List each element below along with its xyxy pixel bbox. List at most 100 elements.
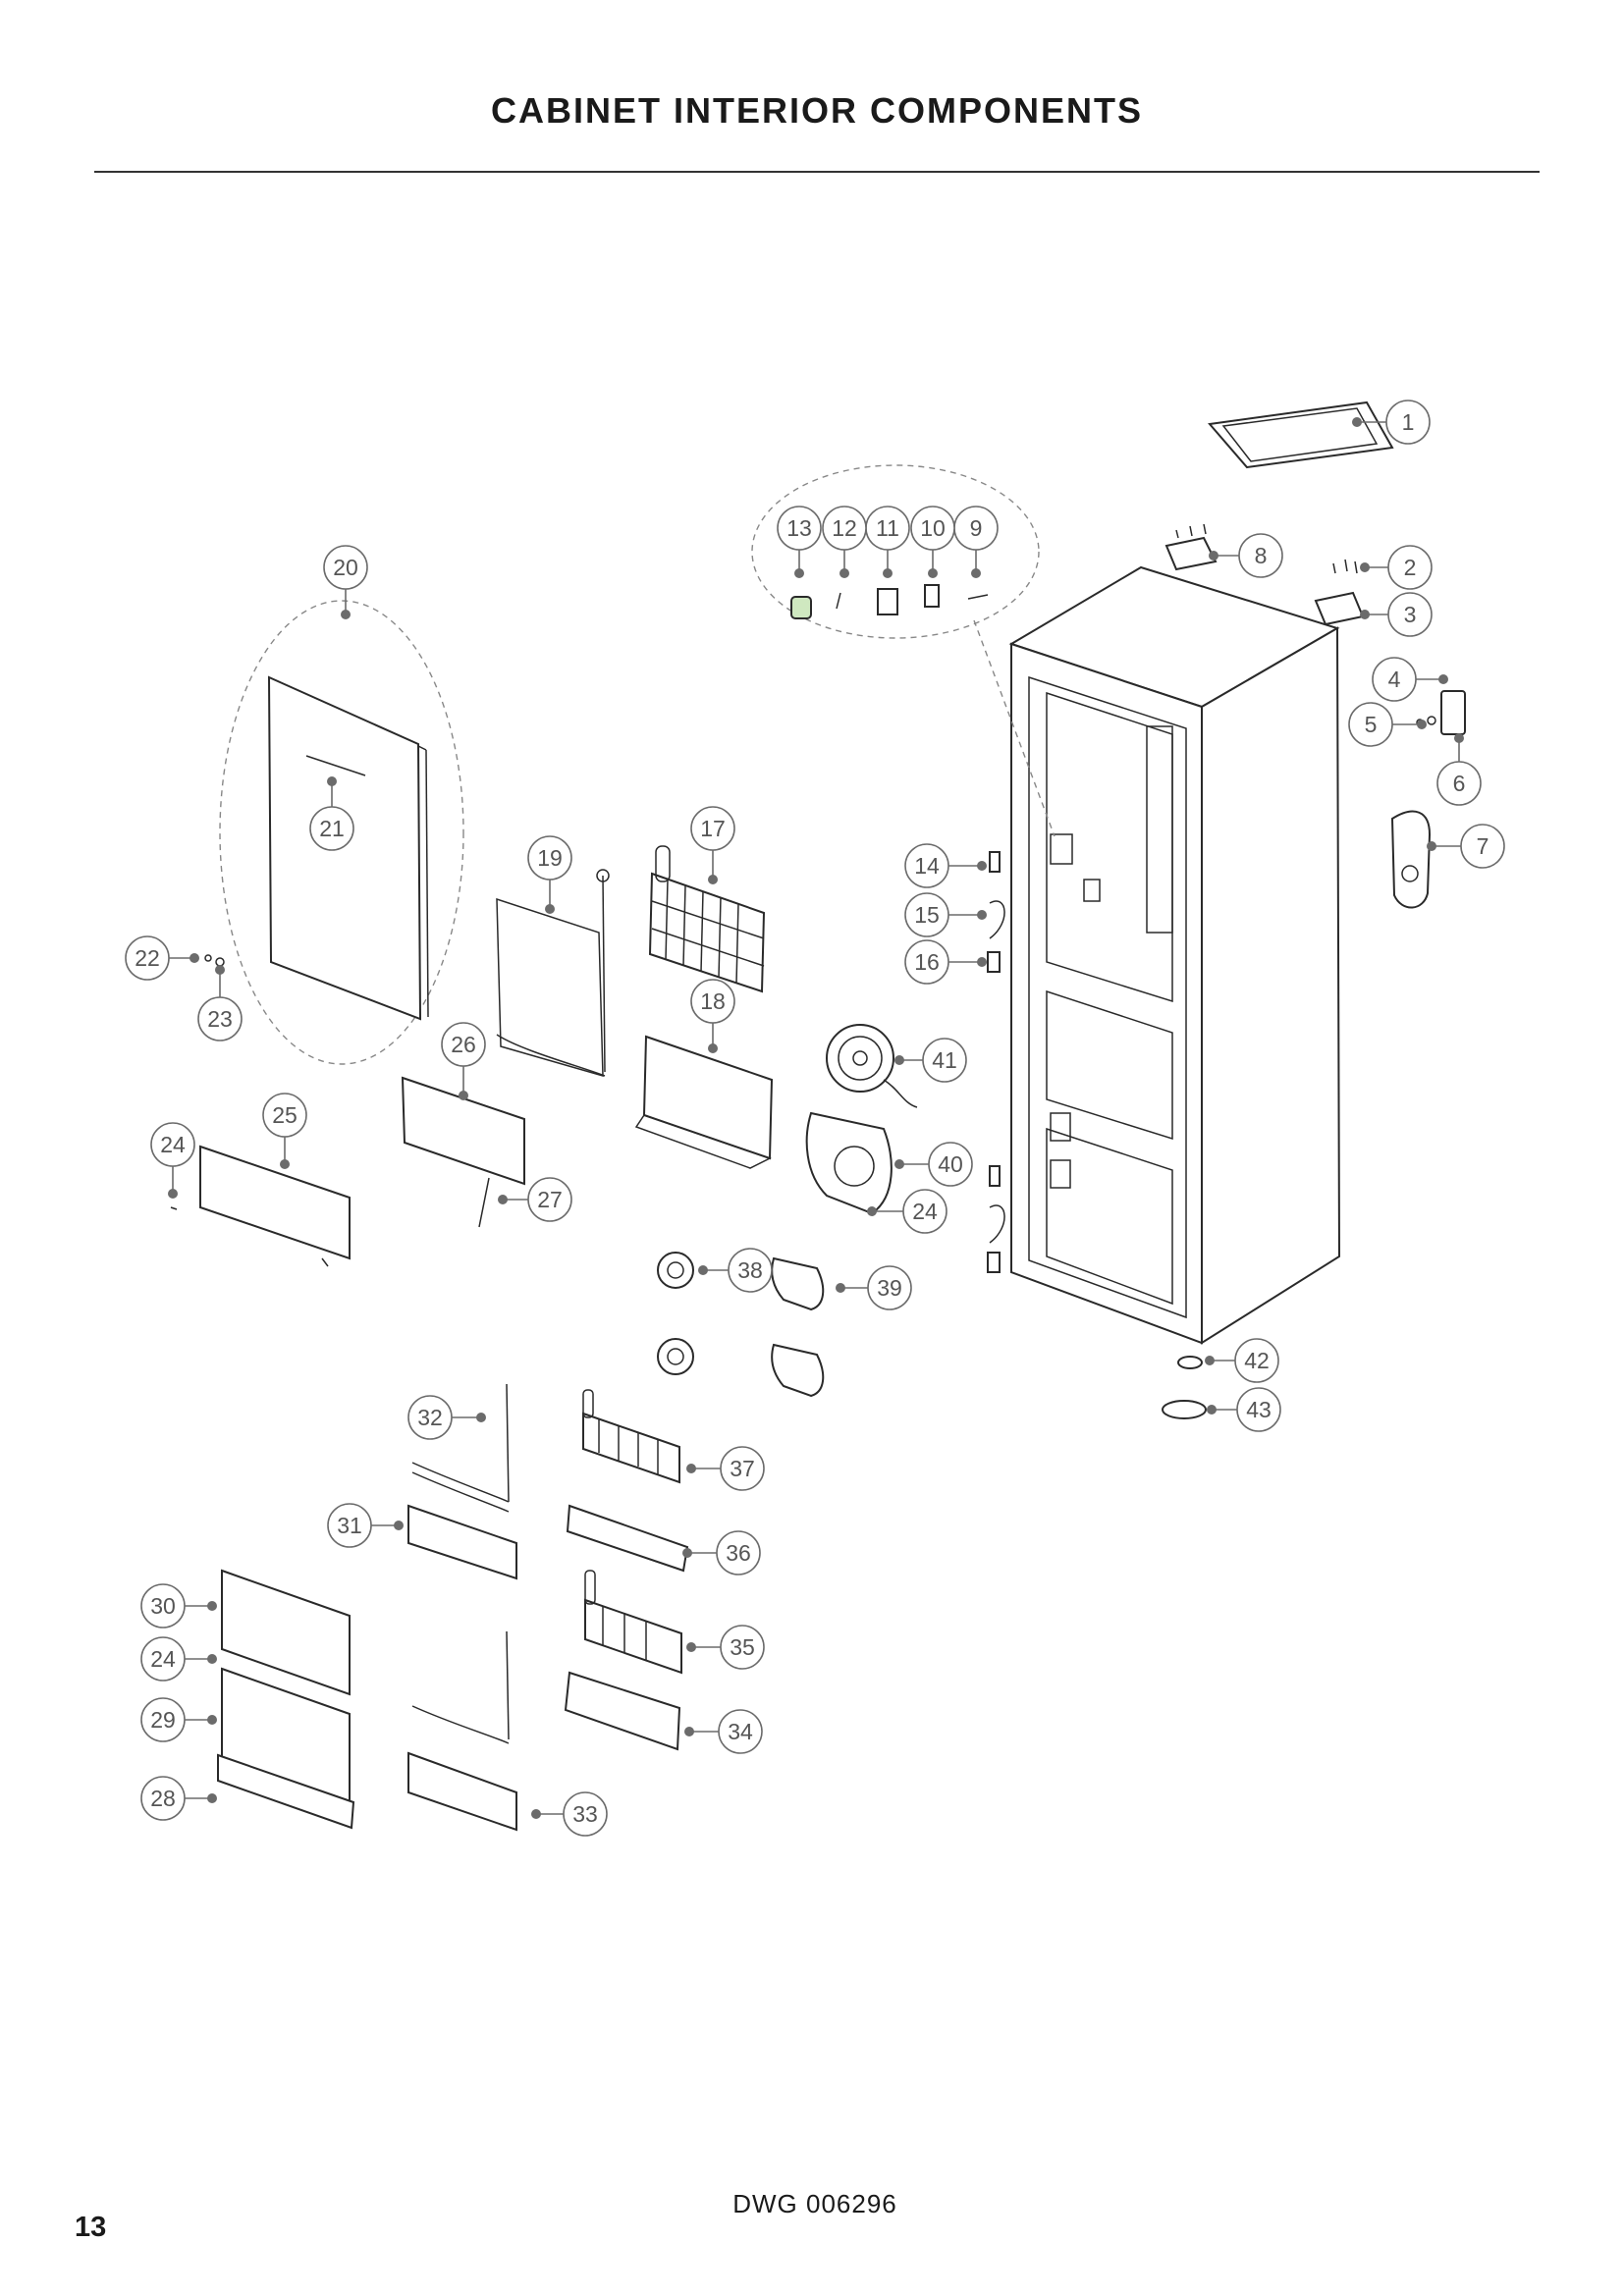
callout-13: 13: [777, 506, 822, 578]
callout-number: 33: [572, 1801, 598, 1827]
callout-circle: [1348, 702, 1393, 747]
part-cap-43: [1162, 1400, 1207, 1419]
callout-number: 39: [877, 1275, 902, 1301]
callout-14: 14: [904, 843, 987, 888]
callout-12: 12: [822, 506, 867, 578]
callout-circle: [1238, 533, 1283, 578]
callout-circle: [904, 843, 949, 888]
part-cover-panel: [267, 675, 429, 1021]
leader-dot: [168, 1189, 178, 1199]
callout-10: 10: [910, 506, 955, 578]
callout-number: 35: [730, 1634, 755, 1660]
title-divider: [94, 171, 1540, 173]
part-evaporator-37: [582, 1389, 680, 1484]
callout-circle: [527, 835, 572, 881]
callout-number: 37: [730, 1456, 755, 1481]
part-cabinet: [1008, 565, 1341, 1345]
callout-circle: [728, 1248, 773, 1293]
part-hinge-cover: [1390, 810, 1432, 909]
callout-5: 5: [1348, 702, 1427, 747]
callout-circle: [262, 1093, 307, 1138]
callout-27: 27: [498, 1177, 572, 1222]
leader-dot: [682, 1548, 692, 1558]
callout-4: 4: [1372, 657, 1448, 702]
callout-number: 5: [1365, 712, 1378, 737]
part-evaporator-cover-18: [634, 1035, 774, 1169]
callout-number: 1: [1402, 409, 1415, 435]
part-fan-housing-40: [805, 1111, 893, 1215]
callout-circle: [904, 939, 949, 985]
leader-dot: [684, 1727, 694, 1736]
callout-circle: [140, 1583, 186, 1629]
callout-circle: [323, 545, 368, 590]
callout-circle: [922, 1038, 967, 1083]
callout-11: 11: [865, 506, 910, 578]
leader-dot: [459, 1091, 468, 1100]
callout-circle: [441, 1022, 486, 1067]
part-small-fan-38: [657, 1252, 694, 1375]
part-plate-31: [407, 1504, 517, 1580]
part-screws-22-23: [204, 954, 225, 967]
callout-circle: [1387, 592, 1433, 637]
callout-37: 37: [686, 1446, 765, 1491]
callout-24: 24: [140, 1636, 217, 1682]
leader-dot: [327, 776, 337, 786]
callout-31: 31: [327, 1503, 404, 1548]
callout-number: 24: [912, 1199, 938, 1224]
callout-circle: [777, 506, 822, 551]
callout-26: 26: [441, 1022, 486, 1100]
callout-22: 22: [125, 935, 199, 981]
callout-circle: [563, 1791, 608, 1837]
callout-circle: [902, 1189, 947, 1234]
callout-number: 19: [537, 845, 563, 871]
callout-number: 6: [1453, 771, 1466, 796]
part-fan-41: [826, 1024, 918, 1108]
part-clips-14-16: [987, 851, 1005, 1273]
part-cover-34: [564, 1671, 681, 1751]
leader-dot: [1352, 417, 1362, 427]
callout-25: 25: [262, 1093, 307, 1169]
leader-dot: [698, 1265, 708, 1275]
leader-dot: [1454, 733, 1464, 743]
callout-28: 28: [140, 1776, 217, 1821]
callout-number: 8: [1255, 543, 1268, 568]
callout-circle: [140, 1776, 186, 1821]
part-trim-28: [217, 1753, 355, 1830]
callout-1: 1: [1352, 400, 1431, 445]
callout-number: 7: [1477, 833, 1489, 859]
callout-number: 11: [876, 515, 899, 541]
callout-number: 21: [319, 816, 345, 841]
callout-15: 15: [904, 892, 987, 937]
part-evaporator-35: [584, 1570, 682, 1675]
callout-41: 41: [894, 1038, 967, 1083]
callout-number: 25: [272, 1102, 298, 1128]
leader-dot: [1417, 720, 1427, 729]
part-wire-27: [478, 1177, 490, 1228]
part-cover-36: [566, 1504, 689, 1573]
callout-circle: [822, 506, 867, 551]
leader-dot: [207, 1715, 217, 1725]
callout-8: 8: [1209, 533, 1283, 578]
leader-dot: [1427, 841, 1436, 851]
callout-18: 18: [690, 979, 735, 1053]
leader-dot: [867, 1206, 877, 1216]
callout-circle: [720, 1625, 765, 1670]
leader-dot: [531, 1809, 541, 1819]
leader-dot: [686, 1464, 696, 1473]
leader-dot: [794, 568, 804, 578]
callout-circle: [716, 1530, 761, 1575]
callout-3: 3: [1360, 592, 1433, 637]
callout-number: 18: [700, 988, 726, 1014]
callout-number: 3: [1404, 602, 1417, 627]
callout-17: 17: [690, 806, 735, 884]
callout-23: 23: [197, 965, 243, 1041]
leader-dot: [839, 568, 849, 578]
callout-circle: [720, 1446, 765, 1491]
leader-dot: [836, 1283, 845, 1293]
leader-dot: [1360, 610, 1370, 619]
callout-34: 34: [684, 1709, 763, 1754]
leader-dot: [977, 957, 987, 967]
part-top-cover: [1208, 400, 1394, 469]
callout-number: 41: [932, 1047, 957, 1073]
